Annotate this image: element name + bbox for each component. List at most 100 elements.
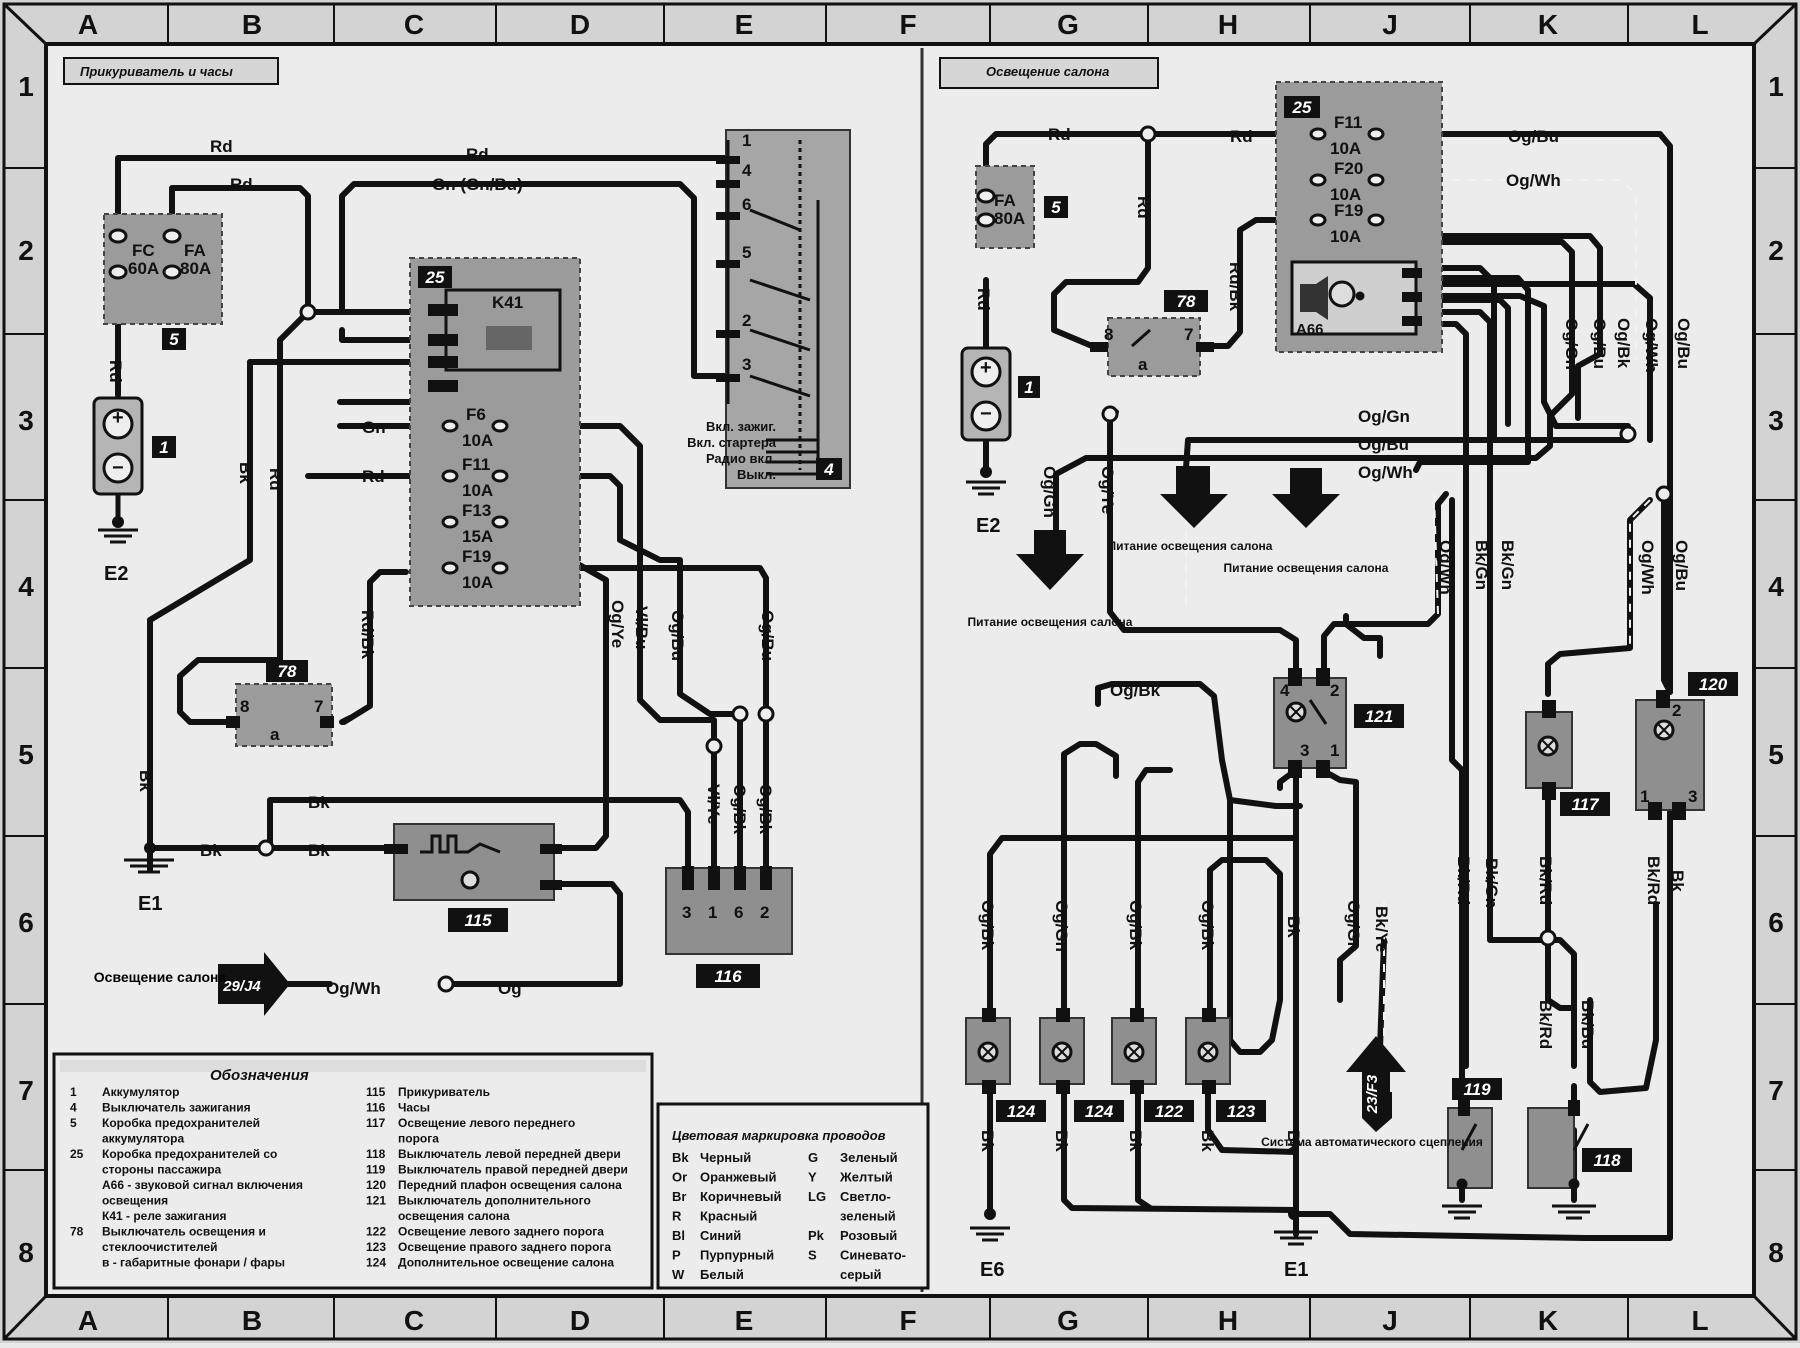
grid-column-label: J [1382,1305,1398,1336]
color-code-title: Цветовая маркировка проводов [672,1128,886,1143]
fuse-label: F6 [466,405,486,424]
wire-label: Rd [1230,127,1253,146]
color-code: P [672,1248,681,1263]
component-tag: 78 [1177,292,1196,311]
legend-item-number: 119 [366,1163,386,1177]
component-tag: 25 [425,268,445,287]
wire-label: Bk [1284,1130,1303,1152]
grid-column-label: D [570,9,590,40]
c120-pin: 1 [1640,787,1649,806]
color-code: G [808,1150,818,1165]
ground-label: E1 [138,893,162,915]
legend-item-number: 121 [366,1194,386,1208]
wire-label: Rd [106,360,125,383]
legend-item-text: Выключатель дополнительного [398,1194,591,1208]
legend-item-number: 25 [70,1147,84,1161]
wire-label: Og/Wh [1642,318,1661,373]
c121-pin: 1 [1330,741,1339,760]
color-name: Красный [700,1209,757,1224]
fuse-label: F20 [1334,159,1363,178]
wire-label: Og/Wh [1358,463,1413,482]
wire-label: Og/Bk [978,900,997,951]
color-code: Br [672,1189,686,1204]
grid-row-label: 1 [18,71,34,102]
grid-row-label: 7 [18,1075,34,1106]
ign-position: Вкл. стартера [687,435,777,450]
c120-pin: 2 [1672,701,1681,720]
wire-label: Og/Bk [1198,900,1217,951]
wire-label: Rd [266,468,285,491]
legend-item-text: Выключатель освещения и [102,1225,266,1239]
wire-label: Og/Gn [1358,407,1410,426]
color-code: S [808,1248,817,1263]
grid-row-label: 4 [18,571,34,602]
grid-column-label: D [570,1305,590,1336]
wire-label: Bk [1052,1130,1071,1152]
wire-label: Rd/Bk [358,610,377,660]
component-tag: 5 [1051,198,1061,217]
wire-label: Og/Bu [1358,435,1409,454]
wire-label: Og/Bk [730,784,749,835]
wire-label: Bk/Rd [1454,856,1473,905]
clock-pin: 2 [760,903,769,922]
component-tag: 117 [1571,795,1600,814]
grid-column-label: H [1218,9,1238,40]
color-code: Pk [808,1228,825,1243]
legend-item-number: 4 [70,1101,77,1115]
clock-pin: 6 [734,903,743,922]
clock-pin: 1 [708,903,717,922]
color-code: LG [808,1189,826,1204]
wire-label: Vl/Bu [632,606,651,649]
legend-item-text: Дополнительное освещение салона [398,1256,614,1270]
legend-item-number: 123 [366,1240,386,1254]
right-tags [939,57,1738,1172]
switch78-pin: a [270,725,280,744]
fuse-label: F13 [462,501,491,520]
wire-label: Og/Bu [1672,540,1691,591]
grid-row-label: 3 [1768,405,1784,436]
component-tag: 1 [159,438,168,457]
switch78-pin: 8 [240,697,249,716]
fuse-rating: 10A [1330,227,1361,246]
grid-row-label: 3 [18,405,34,436]
fuse-label: F11 [462,455,490,474]
grid-row-label: 2 [18,235,34,266]
fuse-label: FA [184,241,206,260]
grid-column-label: G [1057,1305,1079,1336]
supply-label: Питание освещения салона [968,615,1133,629]
component-tag: 25 [1292,98,1312,117]
wire-label: Og/Bu [758,610,777,661]
wire-label: Rd [1048,125,1071,144]
color-name: Оранжевый [700,1170,777,1185]
grid-row-label: 7 [1768,1075,1784,1106]
wire-label: Og/Gn [1562,318,1581,370]
legend-item-number: 124 [366,1256,386,1270]
color-name: Зеленый [840,1150,898,1165]
wire-label: Og/Wh [1506,171,1561,190]
legend-item-text: Прикуриватель [398,1085,490,1099]
component-tag: 115 [464,911,492,930]
battery-minus: − [112,457,124,479]
grid-column-label: L [1691,1305,1708,1336]
wire-label: Gn (Gn/Bu) [432,175,523,194]
legend-item-text: аккумулятора [102,1132,184,1146]
legend-item-text: порога [398,1132,439,1146]
switch-pin: 5 [742,243,751,262]
legend-item-number: 115 [366,1085,386,1099]
component-tag: 118 [1593,1151,1621,1170]
wire-label: Bk [978,1130,997,1152]
fuse-rating: 15A [462,527,493,546]
grid-column-label: E [735,1305,754,1336]
ref-tag: 29/J4 [222,978,261,995]
left-tags [63,57,842,988]
grid-column-label: C [404,9,424,40]
ground-label: E1 [1284,1259,1308,1281]
wire-label: Og/Bu [1590,318,1609,369]
grid-row-label: 6 [18,907,34,938]
left-panel-title: Прикуриватель и часы [80,64,233,79]
legend-item-text: Коробка предохранителей [102,1116,260,1130]
grid-row-label: 4 [1768,571,1784,602]
ref-tag: 23/F3 [1364,1074,1381,1114]
ign-position: Вкл. зажиг. [706,419,776,434]
